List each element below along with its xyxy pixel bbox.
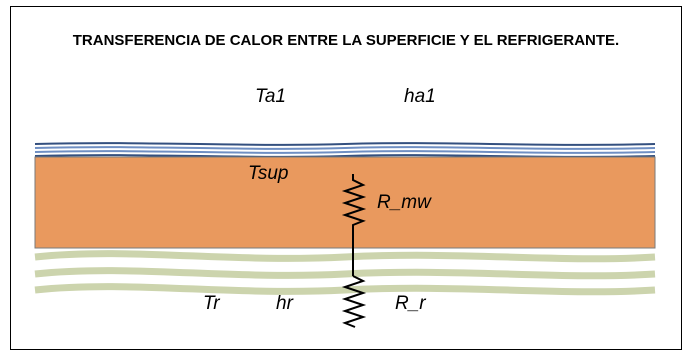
refrigerant-wave — [34, 250, 656, 263]
air-line — [34, 142, 656, 146]
label-r-r: R_r — [395, 293, 426, 314]
air-line — [34, 146, 656, 150]
diagram-title: TRANSFERENCIA DE CALOR ENTRE LA SUPERFIC… — [72, 32, 620, 49]
label-tr: Tr — [203, 293, 220, 314]
label-ha1: ha1 — [404, 86, 436, 107]
resistor-refrigerant-icon — [341, 275, 367, 328]
thermal-resistance-network — [341, 174, 367, 328]
refrigerant-wave — [34, 267, 656, 280]
air-line — [34, 150, 656, 154]
air-boundary-layer — [34, 142, 656, 158]
label-r-mw: R_mw — [377, 192, 431, 213]
resistor-wall-icon — [341, 174, 367, 236]
refrigerant-waves — [34, 250, 656, 296]
label-hr: hr — [276, 293, 293, 314]
label-tsup: Tsup — [248, 163, 289, 184]
refrigerant-wave — [34, 283, 656, 296]
label-ta1: Ta1 — [255, 86, 286, 107]
